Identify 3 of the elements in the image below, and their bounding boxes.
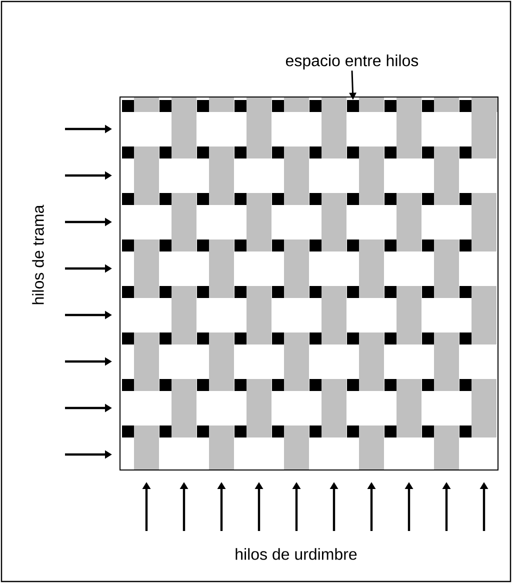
label-text: hilos de trama	[32, 204, 44, 304]
label-text: espacio entre hilos	[286, 54, 418, 70]
label-text: hilos de urdimbre	[236, 548, 357, 560]
